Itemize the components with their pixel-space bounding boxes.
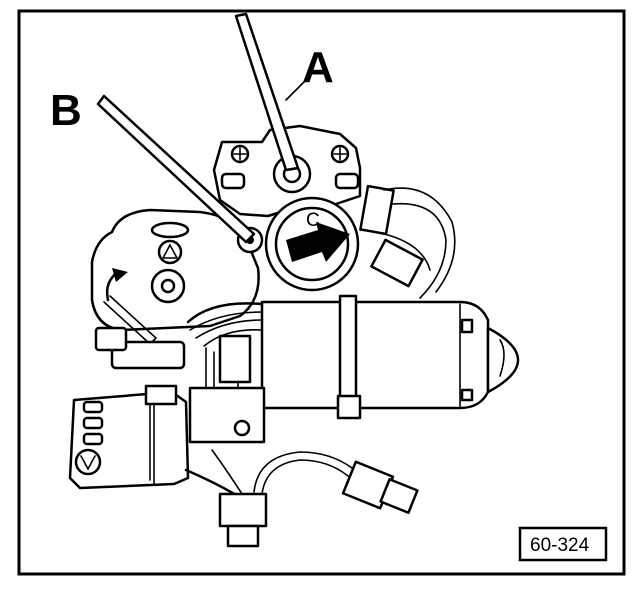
callout-a-leader [285, 81, 305, 101]
brand-logo [74, 448, 102, 476]
motor-tab-bottom [460, 388, 474, 402]
direction-arrow-icon [286, 222, 350, 262]
reference-code: 60-324 [530, 535, 590, 556]
gearbox-top-mark [150, 221, 190, 239]
lower-housing [188, 386, 266, 444]
plate-slot-left [220, 172, 246, 190]
wiring-harness [186, 302, 264, 324]
plate-slot-right [334, 172, 360, 190]
label-c: C [306, 210, 320, 231]
label-a: A [302, 43, 334, 92]
microswitch-lower [370, 238, 424, 288]
plug-lower [218, 492, 268, 528]
tool-pointer-a [234, 12, 300, 172]
motor-body [260, 300, 490, 410]
motor-tab-top [460, 318, 474, 334]
microswitch-upper [359, 184, 395, 236]
reference-code-box [518, 526, 608, 562]
cable-lower [184, 468, 240, 498]
label-b: B [50, 86, 82, 135]
side-lever [110, 340, 186, 370]
connector-block [218, 334, 252, 384]
cable-right [253, 451, 353, 493]
figure-frame [17, 9, 626, 576]
tool-pointer-b [96, 94, 256, 244]
gearbox-housing [90, 208, 260, 332]
